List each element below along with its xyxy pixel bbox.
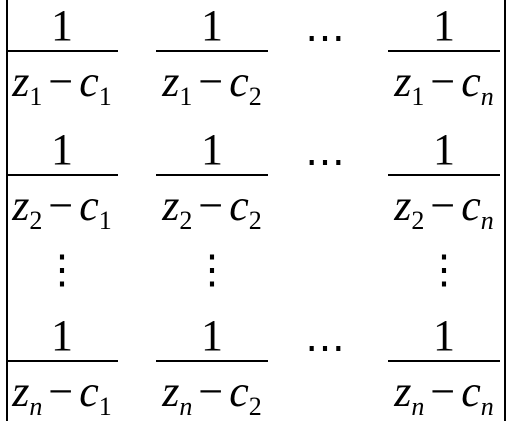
fraction-bar [388, 50, 500, 52]
denominator: z1−c2 [162, 57, 262, 111]
denominator: z2−c2 [162, 181, 262, 235]
numerator: 1 [201, 125, 223, 174]
vertical-ellipsis-col1: ⋮ [42, 247, 82, 292]
denominator: z1−c1 [12, 57, 112, 111]
fraction-bar [388, 360, 500, 362]
vertical-ellipsis-col2: ⋮ [192, 247, 232, 292]
denominator: zn−c1 [12, 367, 112, 421]
fraction-bar [6, 360, 118, 362]
horizontal-ellipsis: ⋯ [305, 325, 345, 370]
left-determinant-bar [6, 0, 8, 421]
denominator: z2−cn [394, 181, 494, 235]
numerator: 1 [433, 311, 455, 360]
vertical-ellipsis-coln: ⋮ [424, 247, 464, 292]
denominator: zn−c2 [162, 367, 262, 421]
numerator: 1 [201, 311, 223, 360]
numerator: 1 [51, 311, 73, 360]
horizontal-ellipsis: ⋯ [305, 139, 345, 184]
fraction-bar [388, 174, 500, 176]
horizontal-ellipsis: ⋯ [305, 15, 345, 60]
fraction-bar [156, 360, 268, 362]
denominator: z1−cn [394, 57, 494, 111]
numerator: 1 [51, 1, 73, 50]
fraction-bar [156, 50, 268, 52]
fraction-bar [6, 50, 118, 52]
denominator: z2−c1 [12, 181, 112, 235]
denominator: zn−cn [394, 367, 494, 421]
fraction-bar [6, 174, 118, 176]
numerator: 1 [51, 125, 73, 174]
numerator: 1 [433, 1, 455, 50]
right-determinant-bar [504, 0, 506, 421]
numerator: 1 [201, 1, 223, 50]
numerator: 1 [433, 125, 455, 174]
fraction-bar [156, 174, 268, 176]
